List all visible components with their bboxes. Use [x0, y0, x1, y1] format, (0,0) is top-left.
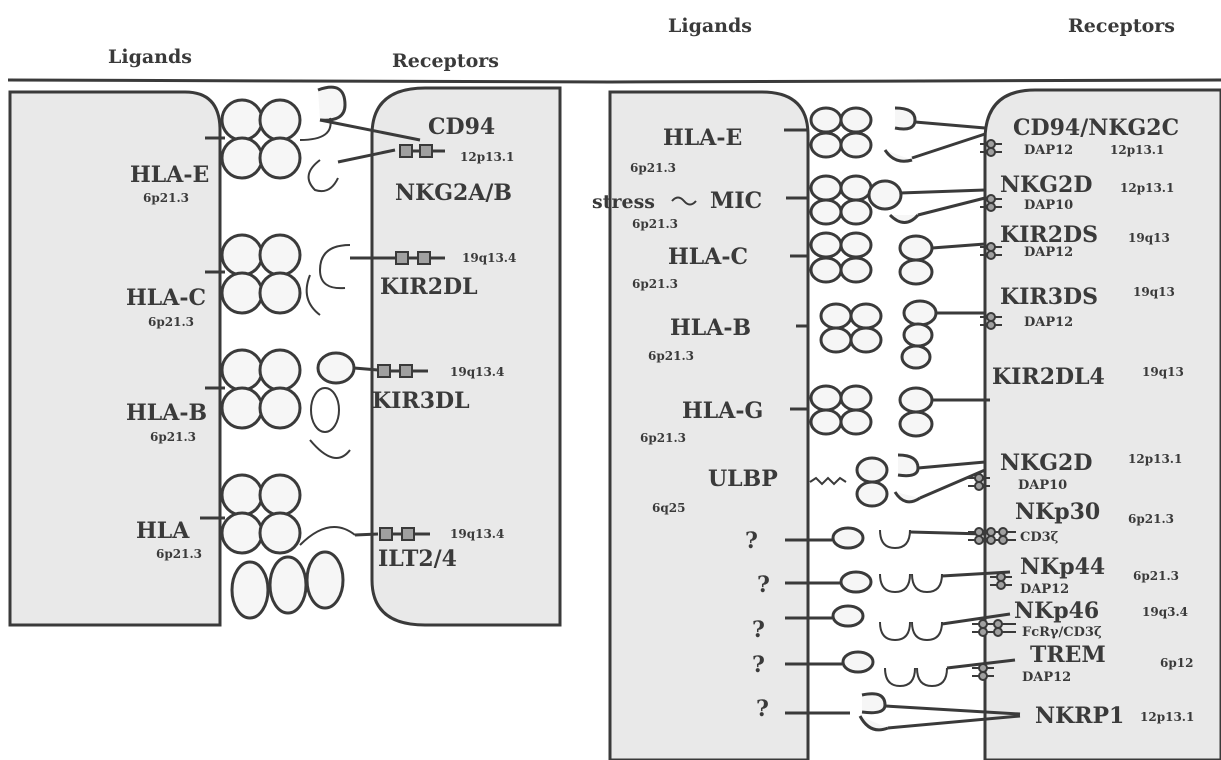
left-ligand-label-4: HLA — [136, 518, 190, 544]
right-adaptor-label-1: DAP12 — [1024, 143, 1073, 158]
right-receptor-label-6: NKG2D — [1000, 450, 1092, 476]
right-row2-molecules — [786, 176, 985, 224]
left-ligand-label-1: HLA-E — [130, 162, 209, 188]
stress-label: stress — [592, 191, 655, 213]
right-row6-molecules — [810, 455, 985, 506]
left-receptor-label-4: ILT2/4 — [378, 546, 457, 572]
left-receptor-locus-3: 19q13.4 — [450, 365, 504, 379]
right-adaptor-label-8: DAP12 — [1020, 582, 1069, 597]
right-ligand-label-10: ? — [752, 652, 765, 678]
left-receptor-label-3: KIR3DL — [372, 388, 470, 414]
right-receptor-locus-5: 19q13 — [1142, 365, 1184, 379]
right-receptor-label-4: KIR3DS — [1000, 284, 1098, 310]
right-row1-molecules — [784, 108, 985, 161]
right-adaptor-label-10: DAP12 — [1022, 670, 1071, 685]
left-receptor-label-1b: NKG2A/B — [395, 180, 512, 206]
left-receptor-locus-2: 19q13.4 — [462, 251, 516, 265]
left-header-receptors: Receptors — [392, 50, 499, 72]
right-ligand-label-3: HLA-C — [668, 244, 748, 270]
left-receptor-locus-4: 19q13.4 — [450, 527, 504, 541]
right-adaptor-label-7: CD3ζ — [1020, 530, 1059, 545]
right-row3-molecules — [790, 233, 985, 284]
left-ligand-label-2: HLA-C — [126, 285, 206, 311]
right-ligand-label-4: HLA-B — [670, 315, 751, 341]
right-ligand-label-2: MIC — [710, 188, 762, 214]
right-ligand-label-7: ? — [745, 528, 758, 554]
right-adaptor-label-4: DAP12 — [1024, 315, 1073, 330]
right-receptor-locus-7: 6p21.3 — [1128, 512, 1174, 526]
left-receptor-locus-1: 12p13.1 — [460, 150, 514, 164]
right-receptor-label-5: KIR2DL4 — [992, 364, 1105, 390]
right-receptor-label-7: NKp30 — [1015, 499, 1100, 525]
right-receptor-locus-10: 6p12 — [1160, 656, 1193, 670]
right-ligand-locus-5: 6p21.3 — [640, 431, 686, 445]
right-row8-molecules — [785, 572, 1010, 592]
right-adaptor-label-6: DAP10 — [1018, 478, 1067, 493]
right-header-receptors: Receptors — [1068, 15, 1175, 37]
left-receptor-label-2: KIR2DL — [380, 274, 478, 300]
right-ligand-label-9: ? — [752, 617, 765, 643]
right-receptor-label-8: NKp44 — [1020, 554, 1105, 580]
right-adaptor-label-9: FcRγ/CD3ζ — [1022, 625, 1102, 640]
right-ligand-label-6: ULBP — [708, 466, 778, 492]
right-receptor-label-1: CD94/NKG2C — [1013, 115, 1179, 141]
right-receptor-label-11: NKRP1 — [1035, 703, 1124, 729]
right-ligand-locus-4: 6p21.3 — [648, 349, 694, 363]
right-receptor-locus-11: 12p13.1 — [1140, 710, 1194, 724]
right-header-ligands: Ligands — [668, 15, 752, 37]
right-receptor-locus-1: 12p13.1 — [1110, 143, 1164, 157]
right-receptor-label-9: NKp46 — [1014, 598, 1099, 624]
right-ligand-locus-3: 6p21.3 — [632, 277, 678, 291]
right-adaptor-label-3: DAP12 — [1024, 245, 1073, 260]
right-receptor-locus-4: 19q13 — [1133, 285, 1175, 299]
left-ligand-locus-4: 6p21.3 — [156, 547, 202, 561]
right-ligand-label-8: ? — [757, 572, 770, 598]
right-ligand-label-1: HLA-E — [663, 125, 742, 151]
right-ligand-label-5: HLA-G — [682, 398, 763, 424]
left-top-boundary-line — [8, 80, 610, 82]
right-ligand-locus-6: 6q25 — [652, 501, 685, 515]
left-ligand-locus-3: 6p21.3 — [150, 430, 196, 444]
right-receptor-locus-6: 12p13.1 — [1128, 452, 1182, 466]
right-receptor-label-10: TREM — [1030, 642, 1106, 668]
right-receptor-label-2: NKG2D — [1000, 172, 1092, 198]
left-ligand-label-3: HLA-B — [126, 400, 207, 426]
right-ligand-label-11: ? — [756, 696, 769, 722]
right-receptor-locus-8: 6p21.3 — [1133, 569, 1179, 583]
right-row5-molecules — [790, 386, 990, 436]
right-ligand-locus-2: 6p21.3 — [632, 217, 678, 231]
left-receptor-label-1a: CD94 — [428, 114, 495, 140]
left-receptor-cell — [372, 88, 560, 625]
right-adaptor-label-2: DAP10 — [1024, 198, 1073, 213]
right-ligand-locus-1: 6p21.3 — [630, 161, 676, 175]
right-receptor-locus-2: 12p13.1 — [1120, 181, 1174, 195]
right-top-boundary-line — [610, 80, 1221, 82]
left-ligand-locus-2: 6p21.3 — [148, 315, 194, 329]
left-ligand-locus-1: 6p21.3 — [143, 191, 189, 205]
left-header-ligands: Ligands — [108, 46, 192, 68]
right-row7-molecules — [785, 528, 985, 548]
right-receptor-locus-9: 19q3.4 — [1142, 605, 1188, 619]
right-receptor-locus-3: 19q13 — [1128, 231, 1170, 245]
right-row4-molecules — [796, 301, 985, 368]
